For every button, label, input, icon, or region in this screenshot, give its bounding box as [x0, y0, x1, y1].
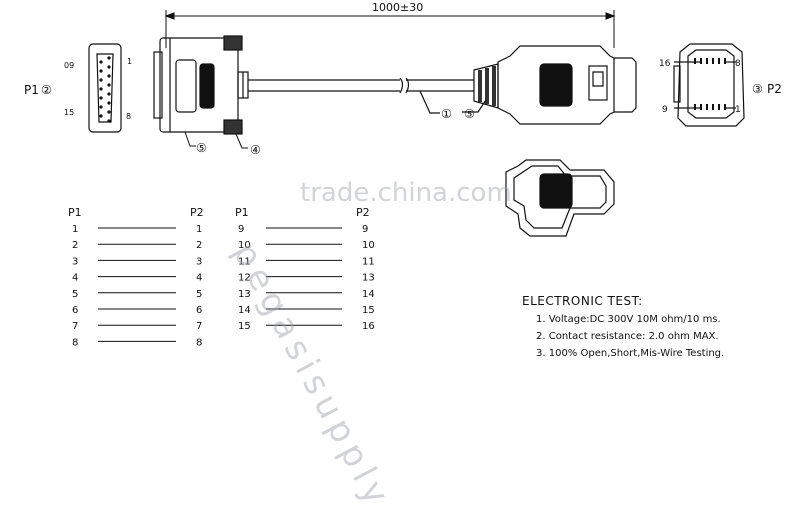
p1-pin-label-top-right: 1 — [127, 57, 132, 66]
pin-p2-number: 5 — [196, 289, 202, 300]
p2-face-view — [673, 43, 745, 127]
p2-pin-label-bottom-left: 9 — [662, 105, 668, 115]
pin-table-header-p1-right: P1 — [235, 206, 249, 219]
screw-callout: ④ — [250, 143, 261, 157]
p1-label: P1 — [24, 83, 39, 97]
pin-p2-number: 15 — [362, 305, 375, 316]
p2-pin-label-bottom-right: 1 — [735, 105, 741, 115]
pin-p1-number: 8 — [72, 337, 78, 348]
pin-p2-number: 8 — [196, 337, 202, 348]
pin-table-header-p2-left: P2 — [190, 206, 204, 219]
p1-pin-label-top-left: 09 — [64, 61, 74, 70]
pin-table-row: 13 14 — [238, 289, 375, 300]
electronic-test-item: 2. Contact resistance: 2.0 ohm MAX. — [536, 331, 719, 342]
dimension-line — [164, 10, 616, 48]
pin-p1-number: 14 — [238, 305, 251, 316]
pin-p1-number: 9 — [238, 224, 244, 235]
pin-table-header-p2-right: P2 — [356, 206, 370, 219]
pin-p2-number: 16 — [362, 321, 375, 332]
boot-callout-right: ⑤ — [464, 107, 475, 121]
pin-p2-number: 7 — [196, 321, 202, 332]
cable-drawing: 1000±30 09 1 15 8 P1 ② — [24, 1, 782, 348]
pin-p1-number: 13 — [238, 289, 251, 300]
p1-pin-label-bottom-right: 8 — [126, 112, 131, 121]
electronic-test-item: 1. Voltage:DC 300V 10M ohm/10 ms. — [536, 314, 721, 325]
pin-table-row: 14 15 — [238, 305, 375, 316]
p1-callout: ② — [41, 83, 52, 97]
pin-p1-number: 5 — [72, 289, 78, 300]
p1-side-view — [153, 35, 266, 135]
pin-p1-number: 11 — [238, 256, 251, 267]
pin-p1-number: 12 — [238, 273, 251, 284]
dimension-label: 1000±30 — [372, 1, 423, 14]
p2-side-view — [497, 45, 637, 125]
electronic-test-title: ELECTRONIC TEST: — [522, 294, 643, 308]
pin-p1-number: 15 — [238, 321, 251, 332]
p2-label: P2 — [767, 82, 782, 96]
p2-boot — [462, 63, 499, 113]
pin-p2-number: 3 — [196, 256, 202, 267]
p2-pin-label-top-right: 8 — [735, 59, 741, 69]
electronic-test: ELECTRONIC TEST: 1. Voltage:DC 300V 10M … — [522, 294, 724, 359]
electronic-test-item: 3. 100% Open,Short,Mis-Wire Testing. — [536, 348, 725, 359]
pin-table-row: 11 11 — [238, 256, 375, 267]
p1-pin-label-bottom-left: 15 — [64, 108, 74, 117]
cable-callout: ① — [441, 107, 452, 121]
p1-face-view — [88, 43, 122, 133]
pin-p1-number: 3 — [72, 256, 78, 267]
p2-top-view — [505, 159, 615, 237]
pin-p2-number: 13 — [362, 273, 375, 284]
pin-p2-number: 9 — [362, 224, 368, 235]
pin-p1-number: 7 — [72, 321, 78, 332]
pin-p1-number: 1 — [72, 224, 78, 235]
pin-p1-number: 2 — [72, 240, 78, 251]
pin-p2-number: 11 — [362, 256, 375, 267]
p1-callout-leaders — [184, 131, 248, 149]
pin-p2-number: 10 — [362, 240, 375, 251]
pin-p1-number: 6 — [72, 305, 78, 316]
cable — [266, 77, 474, 114]
p2-callout: ③ — [752, 82, 763, 96]
pin-table-row: 12 13 — [238, 273, 375, 284]
pin-p2-number: 4 — [196, 273, 202, 284]
pin-p2-number: 14 — [362, 289, 375, 300]
pin-table-row: 10 10 — [238, 240, 375, 251]
pin-p1-number: 4 — [72, 273, 78, 284]
pin-p1-number: 10 — [238, 240, 251, 251]
pin-p2-number: 6 — [196, 305, 202, 316]
p2-pin-label-top-left: 16 — [659, 59, 671, 69]
pin-p2-number: 2 — [196, 240, 202, 251]
pin-table-header-p1-left: P1 — [68, 206, 82, 219]
pin-p2-number: 1 — [196, 224, 202, 235]
boot-callout-left: ⑤ — [196, 141, 207, 155]
